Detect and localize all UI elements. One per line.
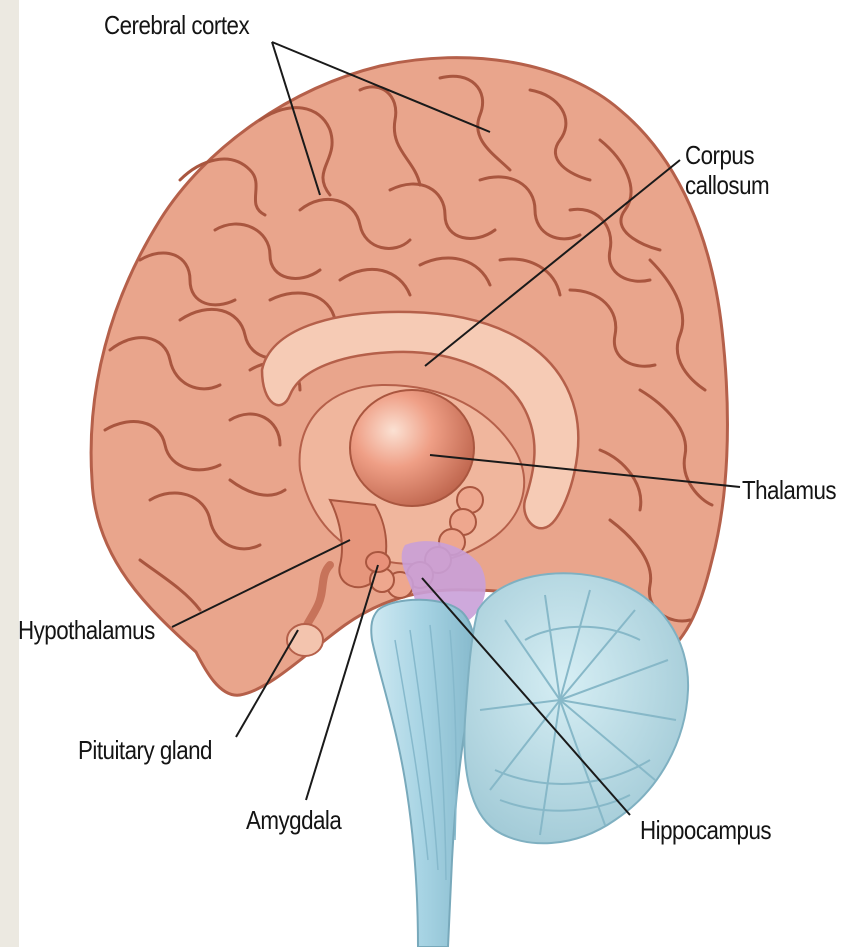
label-thalamus: Thalamus (742, 475, 836, 505)
amygdala-shape (366, 552, 390, 572)
label-hippocampus: Hippocampus (640, 815, 771, 845)
label-amygdala: Amygdala (246, 805, 341, 835)
label-hypothalamus: Hypothalamus (18, 615, 155, 645)
brainstem-shape (371, 600, 475, 947)
label-pituitary-gland: Pituitary gland (78, 735, 212, 765)
thalamus-shape (350, 390, 474, 506)
label-cerebral-cortex: Cerebral cortex (104, 10, 249, 40)
label-corpus-callosum: Corpus callosum (685, 140, 769, 200)
